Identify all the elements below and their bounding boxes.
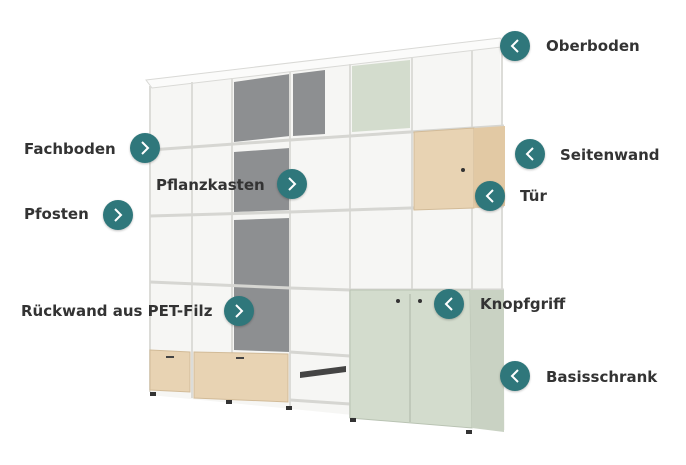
sage-box [352, 60, 410, 132]
label-pfosten: Pfosten [24, 205, 89, 223]
label-tuer: Tür [520, 187, 547, 205]
label-rueckwand: Rückwand aus PET-Filz [21, 302, 213, 320]
hotspot-pfosten[interactable] [103, 200, 133, 230]
hotspot-pflanzkasten[interactable] [277, 169, 307, 199]
label-oberboden: Oberboden [546, 37, 640, 55]
felt-panel-top-left [234, 74, 290, 142]
chevron-left-icon [444, 297, 453, 311]
hotspot-tuer[interactable] [475, 181, 505, 211]
chevron-left-icon [525, 147, 534, 161]
hotspot-basisschrank[interactable] [500, 361, 530, 391]
label-seitenwand: Seitenwand [560, 146, 660, 164]
chevron-right-icon [288, 177, 297, 191]
felt-panel-mid [234, 148, 290, 212]
hotspot-fachboden[interactable] [130, 133, 160, 163]
hotspot-rueckwand[interactable] [224, 296, 254, 326]
wood-drawer-left [149, 349, 191, 393]
hotspot-oberboden[interactable] [500, 31, 530, 61]
label-knopfgriff: Knopfgriff [480, 295, 566, 313]
wood-drawer-right [193, 351, 289, 403]
chevron-right-icon [235, 304, 244, 318]
felt-panel-top-right [293, 70, 325, 136]
chevron-left-icon [510, 369, 519, 383]
label-basisschrank: Basisschrank [546, 368, 658, 386]
label-fachboden: Fachboden [24, 140, 116, 158]
base-cabinet-side [470, 290, 504, 432]
hotspot-seitenwand[interactable] [515, 139, 545, 169]
label-pflanzkasten: Pflanzkasten [156, 176, 265, 194]
chevron-left-icon [485, 189, 494, 203]
hotspot-knopfgriff[interactable] [434, 289, 464, 319]
chevron-right-icon [141, 141, 150, 155]
chevron-left-icon [510, 39, 519, 53]
wood-door [413, 127, 475, 211]
chevron-right-icon [114, 208, 123, 222]
